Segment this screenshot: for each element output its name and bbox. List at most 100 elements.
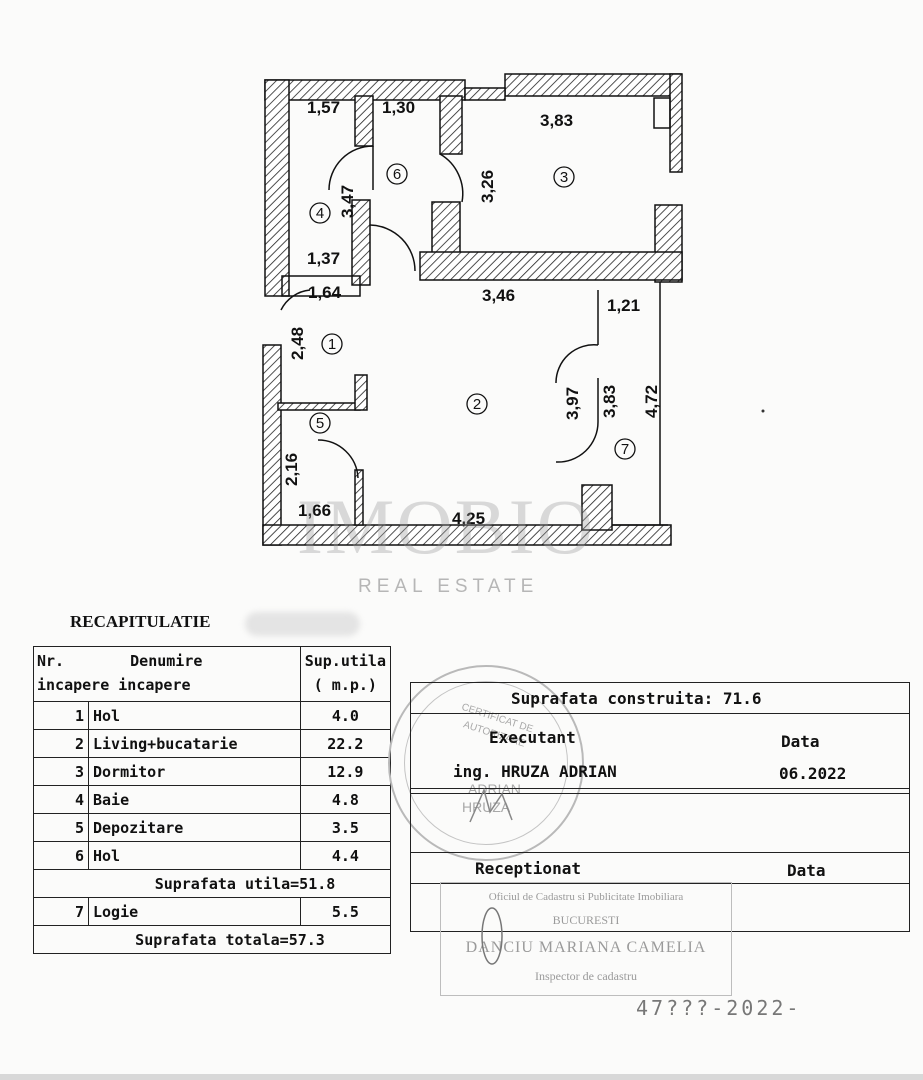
room-number-2: 2 (473, 396, 481, 413)
dim-2-16: 2,16 (282, 453, 301, 486)
row-nr: 3 (33, 757, 89, 786)
executant-label: Executant (489, 728, 576, 747)
info-spacer-row (411, 794, 909, 853)
plan-walls (262, 73, 683, 546)
row-nr: 6 (33, 841, 89, 870)
row-name: Logie (88, 897, 301, 926)
plan-door-swings (280, 145, 599, 479)
dim-1-30: 1,30 (382, 98, 415, 117)
room-number-1: 1 (328, 336, 336, 353)
header-sup-utila: Sup.utila (304, 652, 386, 670)
cadastre-line-1: Oficiul de Cadastru si Publicitate Imobi… (488, 891, 684, 903)
cadastre-signature (481, 907, 503, 965)
row-name: Living+bucatarie (88, 729, 301, 758)
executant-date: 06.2022 (779, 764, 847, 783)
info-box: Suprafata construita: 71.6 Executant Dat… (410, 682, 910, 932)
header-incapere-nr: incapere (37, 676, 110, 694)
plan-dimensions: 1,57 1,30 3,83 3,47 3,26 1,37 1,64 3,46 … (282, 98, 661, 528)
row-name: Hol (88, 841, 301, 870)
row-value: 22.2 (299, 729, 392, 758)
redaction-smear (245, 612, 360, 636)
plan-room-markers (309, 163, 636, 460)
bottom-scan-edge (0, 1074, 923, 1080)
cadastre-line-2: BUCURESTI (552, 913, 620, 927)
dim-4-72: 4,72 (642, 385, 661, 418)
recap-header-sup: Sup.utila ( m.p.) (299, 646, 392, 702)
room-number-7: 7 (621, 441, 629, 458)
info-executant-row: Executant Data ing. HRUZA ADRIAN 06.2022 (411, 714, 909, 794)
cadastre-stamp: Oficiul de Cadastru si Publicitate Imobi… (440, 882, 732, 996)
dim-1-57: 1,57 (307, 98, 340, 117)
row-name: Hol (88, 701, 301, 730)
room-number-5: 5 (316, 415, 324, 432)
dim-3-83: 3,83 (600, 385, 619, 418)
dim-3-83-top: 3,83 (540, 111, 573, 130)
dim-3-47: 3,47 (338, 185, 357, 218)
cadastre-line-4: Inspector de cadastru (535, 969, 637, 983)
signature-mark (469, 787, 513, 823)
recap-table: Nr. Denumire incapere incapere Sup.utila… (33, 646, 392, 954)
grand-total: Suprafata totala=57.3 (33, 925, 391, 954)
recap-header-name: Nr. Denumire incapere incapere (33, 646, 301, 702)
utila-total: Suprafata utila=51.8 (33, 869, 391, 898)
dim-3-26: 3,26 (478, 170, 497, 203)
row-value: 12.9 (299, 757, 392, 786)
row-value: 4.4 (299, 841, 392, 870)
recap-utila-row: Suprafata utila=51.8 (33, 869, 391, 898)
row-name: Depozitare (88, 813, 301, 842)
speck-mark (761, 409, 765, 413)
room-number-4: 4 (316, 205, 324, 222)
row-value: 3.5 (299, 813, 392, 842)
dim-1-21: 1,21 (607, 296, 640, 315)
row-name: Dormitor (88, 757, 301, 786)
row-name: Baie (88, 785, 301, 814)
row-nr: 7 (33, 897, 89, 926)
row-nr: 2 (33, 729, 89, 758)
row-nr: 1 (33, 701, 89, 730)
header-incapere-name: incapere (118, 676, 191, 694)
info-receptionat-row: Receptionat Data (411, 853, 909, 931)
header-sup-unit: ( m.p.) (313, 676, 377, 694)
room-number-6: 6 (393, 166, 401, 183)
header-nr: Nr. (37, 652, 65, 670)
row-value: 5.5 (299, 897, 392, 926)
room-number-3: 3 (560, 169, 568, 186)
receptionat-label: Receptionat (475, 859, 581, 878)
executant-name: ing. HRUZA ADRIAN (453, 762, 617, 781)
dim-1-64: 1,64 (308, 283, 342, 302)
dim-3-46: 3,46 (482, 286, 515, 305)
watermark-brand: IMOBIO (297, 483, 595, 570)
dim-2-48: 2,48 (288, 327, 307, 360)
info-constructed-row: Suprafata construita: 71.6 (411, 683, 909, 714)
receptionat-separator (411, 883, 909, 884)
cadastre-line-3: DANCIU MARIANA CAMELIA (465, 939, 707, 956)
header-denumire: Denumire (130, 652, 203, 670)
row-nr: 4 (33, 785, 89, 814)
executant-date-label: Data (781, 732, 820, 751)
plan-room-numbers: 1 2 3 4 5 6 7 (316, 166, 629, 458)
recap-title: RECAPITULATIE (70, 612, 211, 631)
recap-header-row: Nr. Denumire incapere incapere Sup.utila… (33, 646, 392, 702)
handwritten-number: 47???-2022- (636, 996, 802, 1020)
recap-total-row: Suprafata totala=57.3 (33, 925, 391, 954)
executant-separator (411, 788, 909, 789)
floor-plan: 1,57 1,30 3,83 3,47 3,26 1,37 1,64 3,46 … (262, 73, 765, 597)
watermark-subtitle: REAL ESTATE (358, 576, 538, 597)
dim-3-97: 3,97 (563, 387, 582, 420)
dim-4-25: 4,25 (452, 509, 485, 528)
dim-1-37: 1,37 (307, 249, 340, 268)
plan-lines (281, 97, 671, 526)
dim-1-66: 1,66 (298, 501, 331, 520)
row-nr: 5 (33, 813, 89, 842)
receptionat-date-label: Data (787, 861, 826, 880)
row-value: 4.0 (299, 701, 392, 730)
constructed-area: Suprafata construita: 71.6 (511, 689, 762, 708)
row-value: 4.8 (299, 785, 392, 814)
